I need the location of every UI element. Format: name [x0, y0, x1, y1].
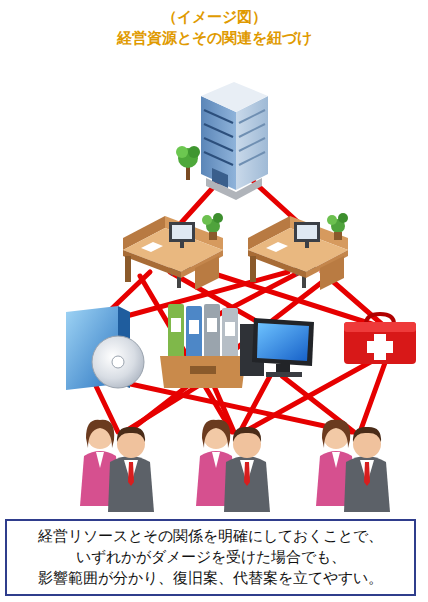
desk-icon [123, 213, 223, 290]
tree-icon [176, 146, 200, 180]
caption: 経営リソースとその関係を明確にしておくことで、 いずれかがダメージを受けた場合で… [13, 526, 408, 589]
people-icon [316, 420, 390, 512]
caption-box: 経営リソースとその関係を明確にしておくことで、 いずれかがダメージを受けた場合で… [5, 519, 416, 596]
first-aid-icon [344, 314, 416, 364]
people-icon [80, 420, 154, 512]
people-icon [196, 420, 270, 512]
desk-icon [248, 213, 348, 290]
binder-icon [160, 304, 246, 388]
title-note: （イメージ図） [162, 8, 267, 26]
title: 経営資源とその関連を紐づけ [117, 29, 312, 47]
building-icon [201, 82, 268, 200]
software-icon [66, 306, 144, 390]
relation-lines [96, 182, 386, 432]
computer-icon [240, 318, 314, 377]
